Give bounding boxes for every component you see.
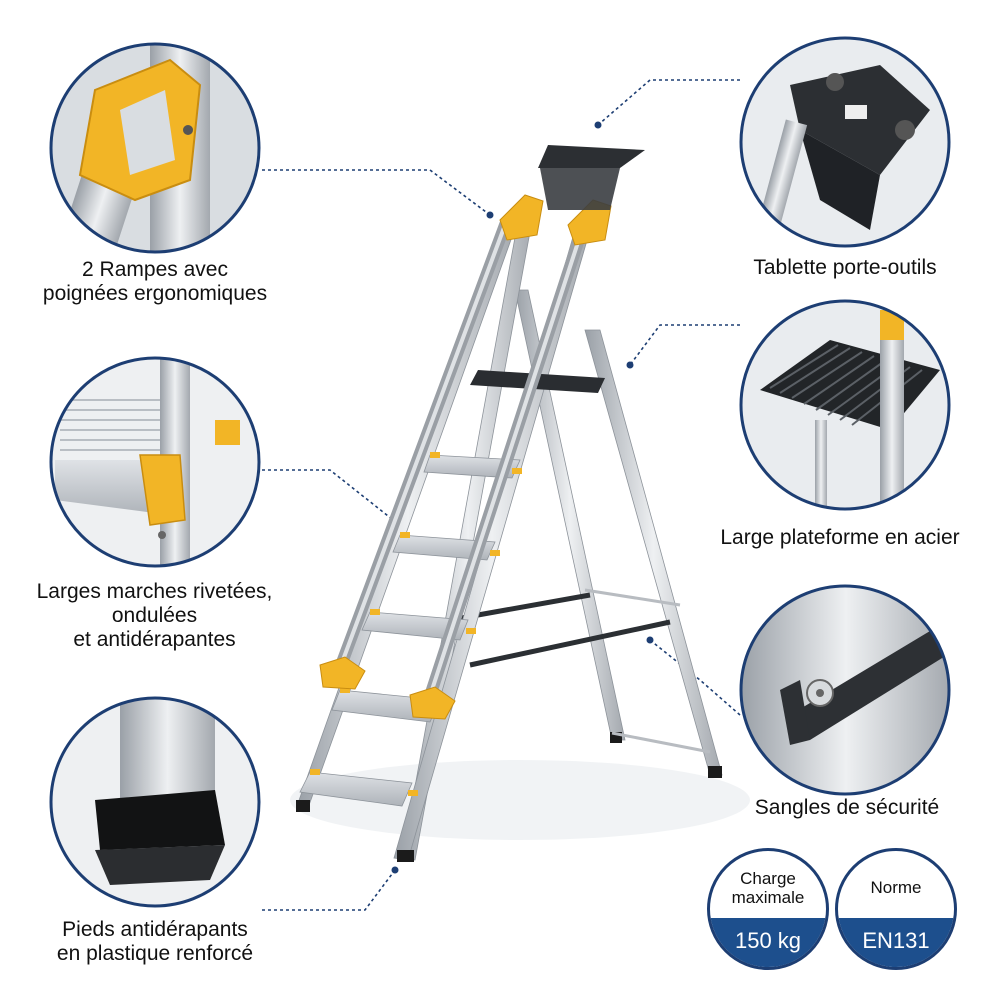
badge-label-line: Norme <box>870 878 922 898</box>
callout-lines <box>262 79 741 911</box>
caption-line: en plastique renforcé <box>56 942 254 965</box>
caption-feet: Pieds antidérapants en plastique renforc… <box>20 918 290 966</box>
detail-circle-handles <box>51 44 259 252</box>
caption-line: Pieds antidérapants <box>62 918 248 941</box>
stepladder-illustration <box>290 145 750 862</box>
badge-label-line: maximale <box>731 887 805 907</box>
badge-value: EN131 <box>838 918 954 967</box>
detail-circle-steps <box>51 358 259 566</box>
caption-straps: Sangles de sécurité <box>712 796 982 820</box>
caption-line: poignées ergonomiques <box>42 282 268 305</box>
badge-label: Norme <box>838 851 954 918</box>
caption-steps: Larges marches rivetées, ondulées et ant… <box>2 580 307 652</box>
badge-label: Charge maximale <box>710 851 826 918</box>
caption-tray: Tablette porte-outils <box>705 256 985 280</box>
standard-badge: Norme EN131 <box>835 848 957 970</box>
caption-line: Large plateforme en acier <box>720 526 960 549</box>
detail-circle-platform <box>741 301 949 509</box>
caption-line: Sangles de sécurité <box>754 796 940 819</box>
caption-platform: Large plateforme en acier <box>690 526 990 550</box>
badge-value: 150 kg <box>710 918 826 967</box>
detail-circle-feet <box>51 698 259 906</box>
caption-line: et antidérapantes <box>73 628 236 651</box>
caption-line: ondulées <box>111 604 198 627</box>
caption-line: 2 Rampes avec <box>82 258 228 281</box>
caption-line: Larges marches rivetées, <box>36 580 273 603</box>
load-capacity-badge: Charge maximale 150 kg <box>707 848 829 970</box>
caption-handles: 2 Rampes avec poignées ergonomiques <box>20 258 290 306</box>
caption-line: Tablette porte-outils <box>753 256 937 279</box>
badge-label-line: Charge <box>740 868 796 888</box>
detail-circle-straps <box>741 586 949 794</box>
